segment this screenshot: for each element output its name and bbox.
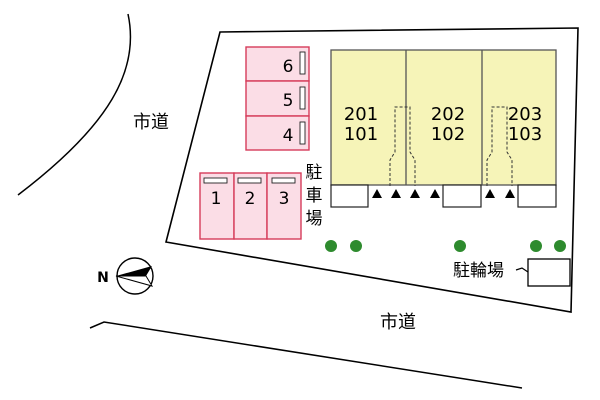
parking-space-2 bbox=[233, 172, 268, 240]
parking-label-char: 駐 bbox=[306, 163, 323, 183]
parking-number: 3 bbox=[279, 189, 290, 209]
unit-number: 203 bbox=[508, 104, 542, 125]
entrance-triangle-icon bbox=[505, 189, 515, 198]
porch-box bbox=[442, 184, 482, 208]
entrance-triangle-icon bbox=[391, 189, 401, 198]
apartment-building: 201 101 202 102 203 103 bbox=[330, 49, 557, 208]
site-boundary bbox=[165, 27, 579, 313]
parking-label-char: 場 bbox=[306, 209, 323, 229]
stair-outline bbox=[486, 106, 513, 186]
leader-line bbox=[515, 267, 529, 273]
parking-lower-group: 1 2 3 bbox=[199, 172, 302, 240]
parking-number: 4 bbox=[283, 126, 294, 146]
wheel-stop-icon bbox=[271, 177, 296, 184]
north-letter: N bbox=[97, 270, 109, 286]
tree-icon bbox=[350, 240, 362, 252]
parking-upper-group: 6 5 4 bbox=[245, 46, 310, 151]
bicycle-parking-label: 駐輪場 bbox=[453, 261, 504, 281]
wheel-stop-icon bbox=[299, 51, 306, 75]
unit-number: 201 bbox=[344, 104, 378, 125]
road-curve-northwest bbox=[17, 13, 132, 196]
tree-icon bbox=[554, 240, 566, 252]
compass: N bbox=[97, 257, 154, 295]
parking-number: 5 bbox=[283, 91, 294, 111]
tree-icon bbox=[530, 240, 542, 252]
parking-space-3 bbox=[266, 172, 302, 240]
unit-number: 202 bbox=[431, 104, 465, 125]
entrance-triangle-icon bbox=[485, 189, 495, 198]
porch-box bbox=[517, 184, 557, 208]
road-label-west: 市道 bbox=[133, 112, 169, 133]
road-label-south: 市道 bbox=[380, 312, 416, 333]
parking-space-6 bbox=[245, 46, 310, 82]
parking-space-5 bbox=[245, 80, 310, 117]
tree-icon bbox=[325, 240, 337, 252]
parking-number: 2 bbox=[245, 189, 256, 209]
road-edge-south bbox=[89, 321, 523, 389]
unit-number: 102 bbox=[431, 124, 465, 145]
north-arrow-half bbox=[115, 275, 154, 287]
entrance-triangle-icon bbox=[372, 189, 382, 198]
wheel-stop-icon bbox=[299, 121, 306, 145]
parking-space-4 bbox=[245, 115, 310, 151]
parking-number: 6 bbox=[283, 57, 294, 77]
building-outline bbox=[330, 49, 557, 186]
bicycle-parking-box bbox=[527, 258, 571, 287]
wheel-stop-icon bbox=[237, 177, 262, 184]
unit-number: 103 bbox=[508, 124, 542, 145]
porch-box bbox=[330, 184, 369, 208]
tree-icon bbox=[454, 240, 466, 252]
entrance-triangle-icon bbox=[430, 189, 440, 198]
stair-outline bbox=[389, 106, 416, 186]
wheel-stop-icon bbox=[203, 177, 228, 184]
wheel-stop-icon bbox=[299, 86, 306, 110]
entrance-triangle-icon bbox=[410, 189, 420, 198]
parking-label-char: 車 bbox=[306, 186, 323, 206]
unit-number: 101 bbox=[344, 124, 378, 145]
parking-number: 1 bbox=[211, 189, 222, 209]
